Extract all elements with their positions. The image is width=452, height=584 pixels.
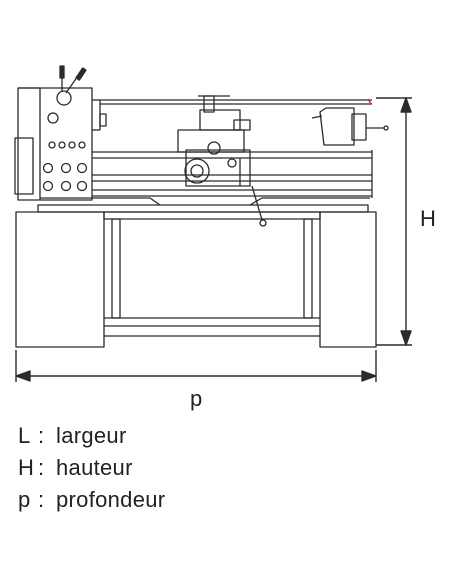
- legend-key: p: [18, 487, 31, 512]
- carriage: [177, 95, 267, 227]
- legend-text: largeur: [56, 423, 127, 448]
- left-cabinet: [15, 211, 105, 348]
- lathe-diagram: H p: [14, 65, 436, 410]
- right-cabinet: [319, 211, 377, 348]
- legend-separator: :: [38, 487, 45, 512]
- legend-separator: :: [38, 423, 45, 448]
- legend-item-height: H : hauteur: [18, 452, 165, 484]
- height-label: H: [420, 206, 436, 231]
- legend-item-width: L : largeur: [18, 420, 165, 452]
- legend-key: L: [18, 423, 31, 448]
- legend-text: profondeur: [56, 487, 166, 512]
- legend-text: hauteur: [56, 455, 133, 480]
- accent-mark: [367, 98, 372, 105]
- lathe-drawing: [14, 65, 412, 382]
- stand-frame: [103, 211, 321, 337]
- top-rail: [100, 99, 372, 105]
- depth-dimension-arrow: [15, 350, 377, 382]
- legend-key: H: [18, 455, 35, 480]
- lathe-bed: [37, 150, 373, 213]
- tailstock: [311, 107, 389, 146]
- height-dimension-arrow: [376, 97, 412, 346]
- dimension-legend: L : largeur H : hauteur p : profondeur: [18, 420, 165, 516]
- legend-separator: :: [38, 455, 45, 480]
- depth-label: p: [190, 386, 203, 411]
- legend-item-depth: p : profondeur: [18, 484, 165, 516]
- headstock: [14, 65, 107, 201]
